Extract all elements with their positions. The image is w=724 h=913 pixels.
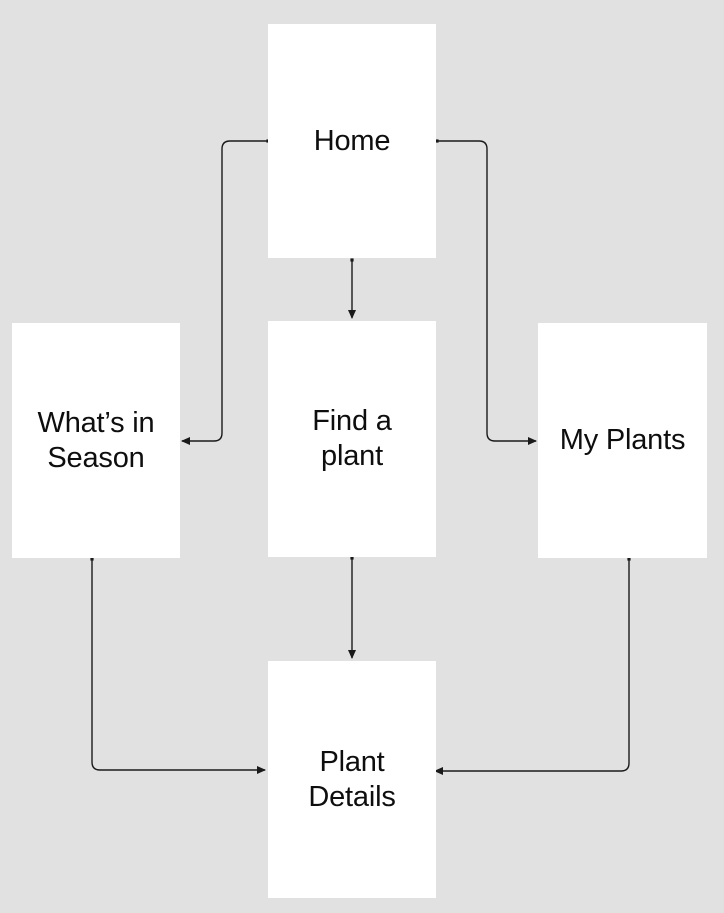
edge-home-to-my-plants [435, 139, 537, 445]
edge-my-plants-to-plant-details [434, 557, 631, 775]
node-my-plants: My Plants [538, 323, 707, 558]
node-find-a-plant: Find a plant [268, 321, 436, 557]
node-my-plants-label: My Plants [559, 424, 686, 456]
node-whats-in-season-label: What’s in Season [37, 406, 155, 474]
edge-home-to-whats-in-season [181, 139, 270, 445]
node-plant-details: Plant Details [268, 661, 436, 898]
node-home-label: Home [313, 124, 391, 157]
edge-whats-in-season-to-plant-details [90, 557, 266, 774]
node-whats-in-season: What’s in Season [12, 323, 180, 558]
node-find-a-plant-label: Find a plant [312, 405, 392, 472]
node-plant-details-label: Plant Details [308, 745, 396, 813]
node-home: Home [268, 24, 436, 258]
